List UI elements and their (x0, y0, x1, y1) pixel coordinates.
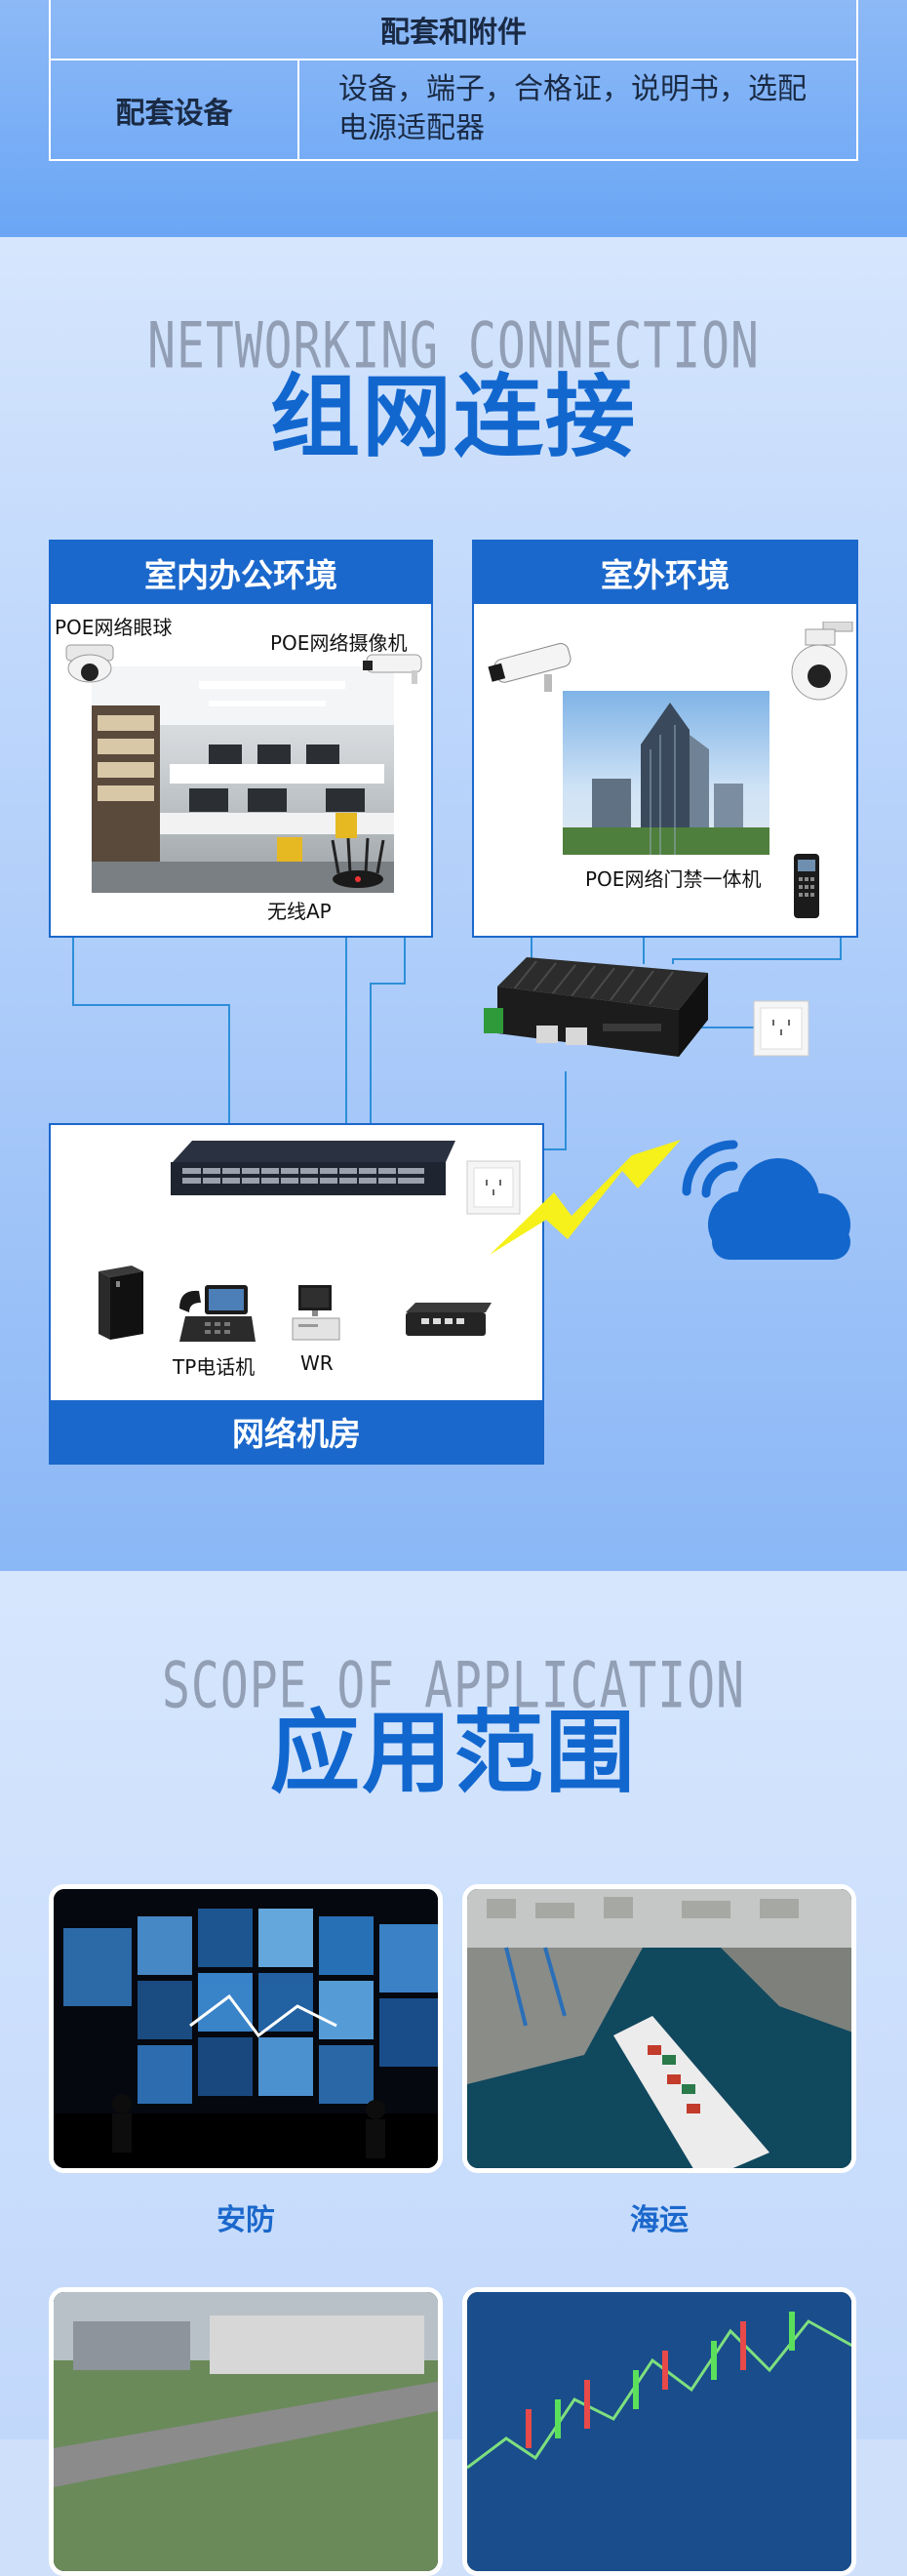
network-room-panel: 网络机房 (49, 1123, 544, 1465)
networking-section: NETWORKING CONNECTION 组网连接 (0, 237, 907, 1571)
workstation-icon (292, 1285, 340, 1341)
dome-camera-icon (65, 644, 114, 683)
cloud-wifi-icon (682, 1140, 850, 1260)
panel-title: 室外环境 (474, 542, 856, 604)
accessories-section: 配套和附件 配套设备 设备，端子，合格证，说明书，选配 电源适配器 (0, 0, 907, 237)
outdoor-panel: 室外环境 POE网络门禁一体机 (472, 540, 858, 938)
table-value-cell: 设备，端子，合格证，说明书，选配 电源适配器 (338, 70, 846, 148)
wr-label: WR (300, 1351, 334, 1375)
access-control-terminal-icon (794, 854, 819, 918)
panel-title: 室内办公环境 (51, 542, 431, 604)
ip-phone-icon (179, 1285, 256, 1342)
table-header: 配套和附件 (51, 0, 856, 60)
stock-chart-image (462, 2287, 856, 2576)
dome-camera-label: POE网络眼球 (55, 616, 173, 639)
outdoor-bullet-camera-icon (488, 643, 572, 692)
value-line: 电源适配器 (338, 111, 485, 145)
building-photo (563, 691, 769, 855)
application-label: 安防 (217, 2203, 275, 2237)
speed-dome-camera-icon (791, 622, 853, 701)
wireless-link-lightning-icon (490, 1140, 681, 1255)
desktop-pc-icon (99, 1266, 143, 1340)
indoor-office-panel: 室内办公环境 POE网络眼球 POE网络摄像机 (49, 540, 433, 938)
wireless-ap-label: 无线AP (267, 900, 332, 923)
section-title: 组网连接 (269, 365, 637, 469)
industrial-poe-switch-icon (484, 957, 708, 1057)
office-photo (92, 666, 394, 893)
wall-outlet-icon (753, 1000, 809, 1057)
network-camera-label: POE网络摄像机 (270, 631, 408, 655)
core-switch-icon (171, 1141, 455, 1195)
panel-title: 网络机房 (51, 1400, 542, 1463)
ip-phone-label: TP电话机 (173, 1355, 256, 1379)
application-label: 海运 (630, 2203, 689, 2237)
wall-outlet-icon (466, 1160, 521, 1215)
application-section: SCOPE OF APPLICATION 应用范围 (0, 1571, 907, 2576)
wireless-ap-icon (331, 837, 385, 888)
city-highway-image (49, 2287, 443, 2576)
value-line: 设备，端子，合格证，说明书，选配 (338, 72, 807, 106)
security-monitor-wall-image (49, 1884, 443, 2173)
section-bg-title: SCOPE OF APPLICATION (162, 1649, 745, 1723)
table-row: 配套设备 设备，端子，合格证，说明书，选配 电源适配器 (51, 60, 856, 159)
access-control-label: POE网络门禁一体机 (585, 867, 762, 891)
bullet-camera-icon (363, 654, 422, 684)
section-title: 应用范围 (269, 1701, 637, 1805)
section-bg-title: NETWORKING CONNECTION (147, 309, 760, 383)
table-key-cell: 配套设备 (51, 60, 299, 159)
shipping-port-image (462, 1884, 856, 2173)
accessories-table: 配套和附件 配套设备 设备，端子，合格证，说明书，选配 电源适配器 (49, 0, 858, 161)
router-icon (406, 1303, 492, 1336)
